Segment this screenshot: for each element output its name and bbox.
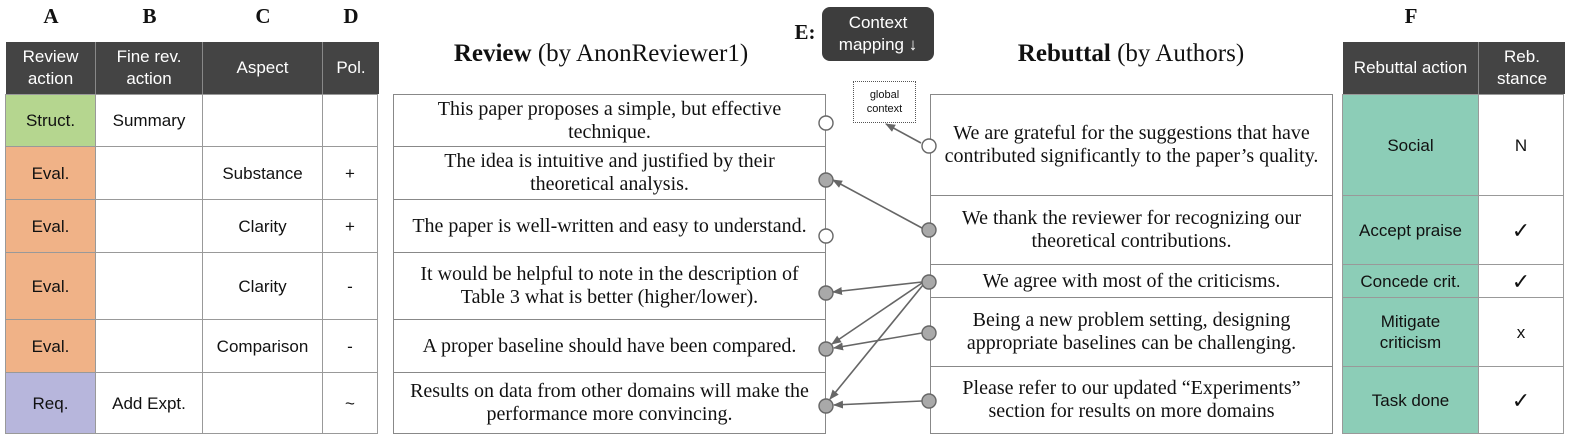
- rebuttal-stance-cell: x: [1478, 297, 1564, 367]
- review-sentence: Results on data from other domains will …: [393, 372, 826, 434]
- rebuttal-node-filled: [921, 274, 937, 290]
- rebuttal-node-empty: [921, 138, 937, 154]
- header-rebuttal-stance: Reb. stance: [1479, 42, 1565, 94]
- column-letter-c: C: [255, 4, 271, 28]
- header-rebuttal-action: Rebuttal action: [1343, 42, 1479, 94]
- rebuttal-sentence: Please refer to our updated “Experiments…: [930, 366, 1333, 434]
- review-node-empty: [818, 228, 834, 244]
- rebuttal-action-cell: Accept praise: [1342, 195, 1479, 265]
- review-node-filled: [818, 341, 834, 357]
- rebuttal-stance-cell: ✓: [1478, 264, 1564, 298]
- rebuttal-stance-cell: ✓: [1478, 366, 1564, 434]
- review-node-filled: [818, 398, 834, 414]
- review-title-rest: (by AnonReviewer1): [531, 40, 749, 67]
- rebuttal-title: Rebuttal (by Authors): [930, 40, 1332, 68]
- rebuttal-stance-cell: ✓: [1478, 195, 1564, 265]
- review-action-cell: Struct.: [5, 94, 96, 147]
- review-action-cell: Req.: [5, 372, 96, 434]
- column-letter-e: E:: [794, 20, 816, 44]
- header-review-action: Review action: [6, 42, 96, 94]
- column-letter-b: B: [142, 4, 157, 28]
- polarity-cell: ~: [322, 372, 378, 434]
- review-action-cell: Eval.: [5, 146, 96, 200]
- column-letter-f: F: [1404, 4, 1418, 28]
- rebuttal-stance-cell: N: [1478, 94, 1564, 196]
- arrow-to-global-context: [885, 123, 922, 144]
- rebuttal-node-filled: [921, 393, 937, 409]
- arrow-r3-to-s4: [832, 281, 923, 295]
- arrow-r2-to-s2: [832, 179, 923, 229]
- arrow-r3-to-s5: [831, 282, 923, 345]
- context-mapping-box: Context mapping ↓: [822, 7, 934, 61]
- rebuttal-title-bold: Rebuttal: [1017, 40, 1111, 67]
- rebuttal-node-filled: [921, 222, 937, 238]
- header-aspect: Aspect: [203, 42, 323, 94]
- rebuttal-action-cell: Task done: [1342, 366, 1479, 434]
- arrow-r5-to-s6: [833, 400, 923, 409]
- global-context-box: global context: [853, 81, 916, 123]
- arrow-r4-to-s5: [833, 332, 923, 351]
- arrow-r3-to-s6: [829, 284, 924, 400]
- review-sentence: The idea is intuitive and justified by t…: [393, 146, 826, 200]
- rebuttal-title-rest: (by Authors): [1110, 40, 1245, 67]
- rebuttal-sentence: We are grateful for the suggestions that…: [930, 94, 1333, 196]
- rebuttal-node-filled: [921, 325, 937, 341]
- column-letter-d: D: [343, 4, 359, 28]
- header-fine-review-action: Fine rev. action: [96, 42, 203, 94]
- rebuttal-action-cell: Concede crit.: [1342, 264, 1479, 298]
- header-polarity: Pol.: [323, 42, 379, 94]
- column-letter-a: A: [43, 4, 59, 28]
- review-node-empty: [818, 115, 834, 131]
- review-sentence: This paper proposes a simple, but effect…: [393, 94, 826, 147]
- rebuttal-action-cell: Mitigate criticism: [1342, 297, 1479, 367]
- review-title: Review (by AnonReviewer1): [394, 40, 808, 68]
- review-node-filled: [818, 285, 834, 301]
- review-title-bold: Review: [453, 40, 532, 67]
- review-node-filled: [818, 172, 834, 188]
- rebuttal-action-cell: Social: [1342, 94, 1479, 196]
